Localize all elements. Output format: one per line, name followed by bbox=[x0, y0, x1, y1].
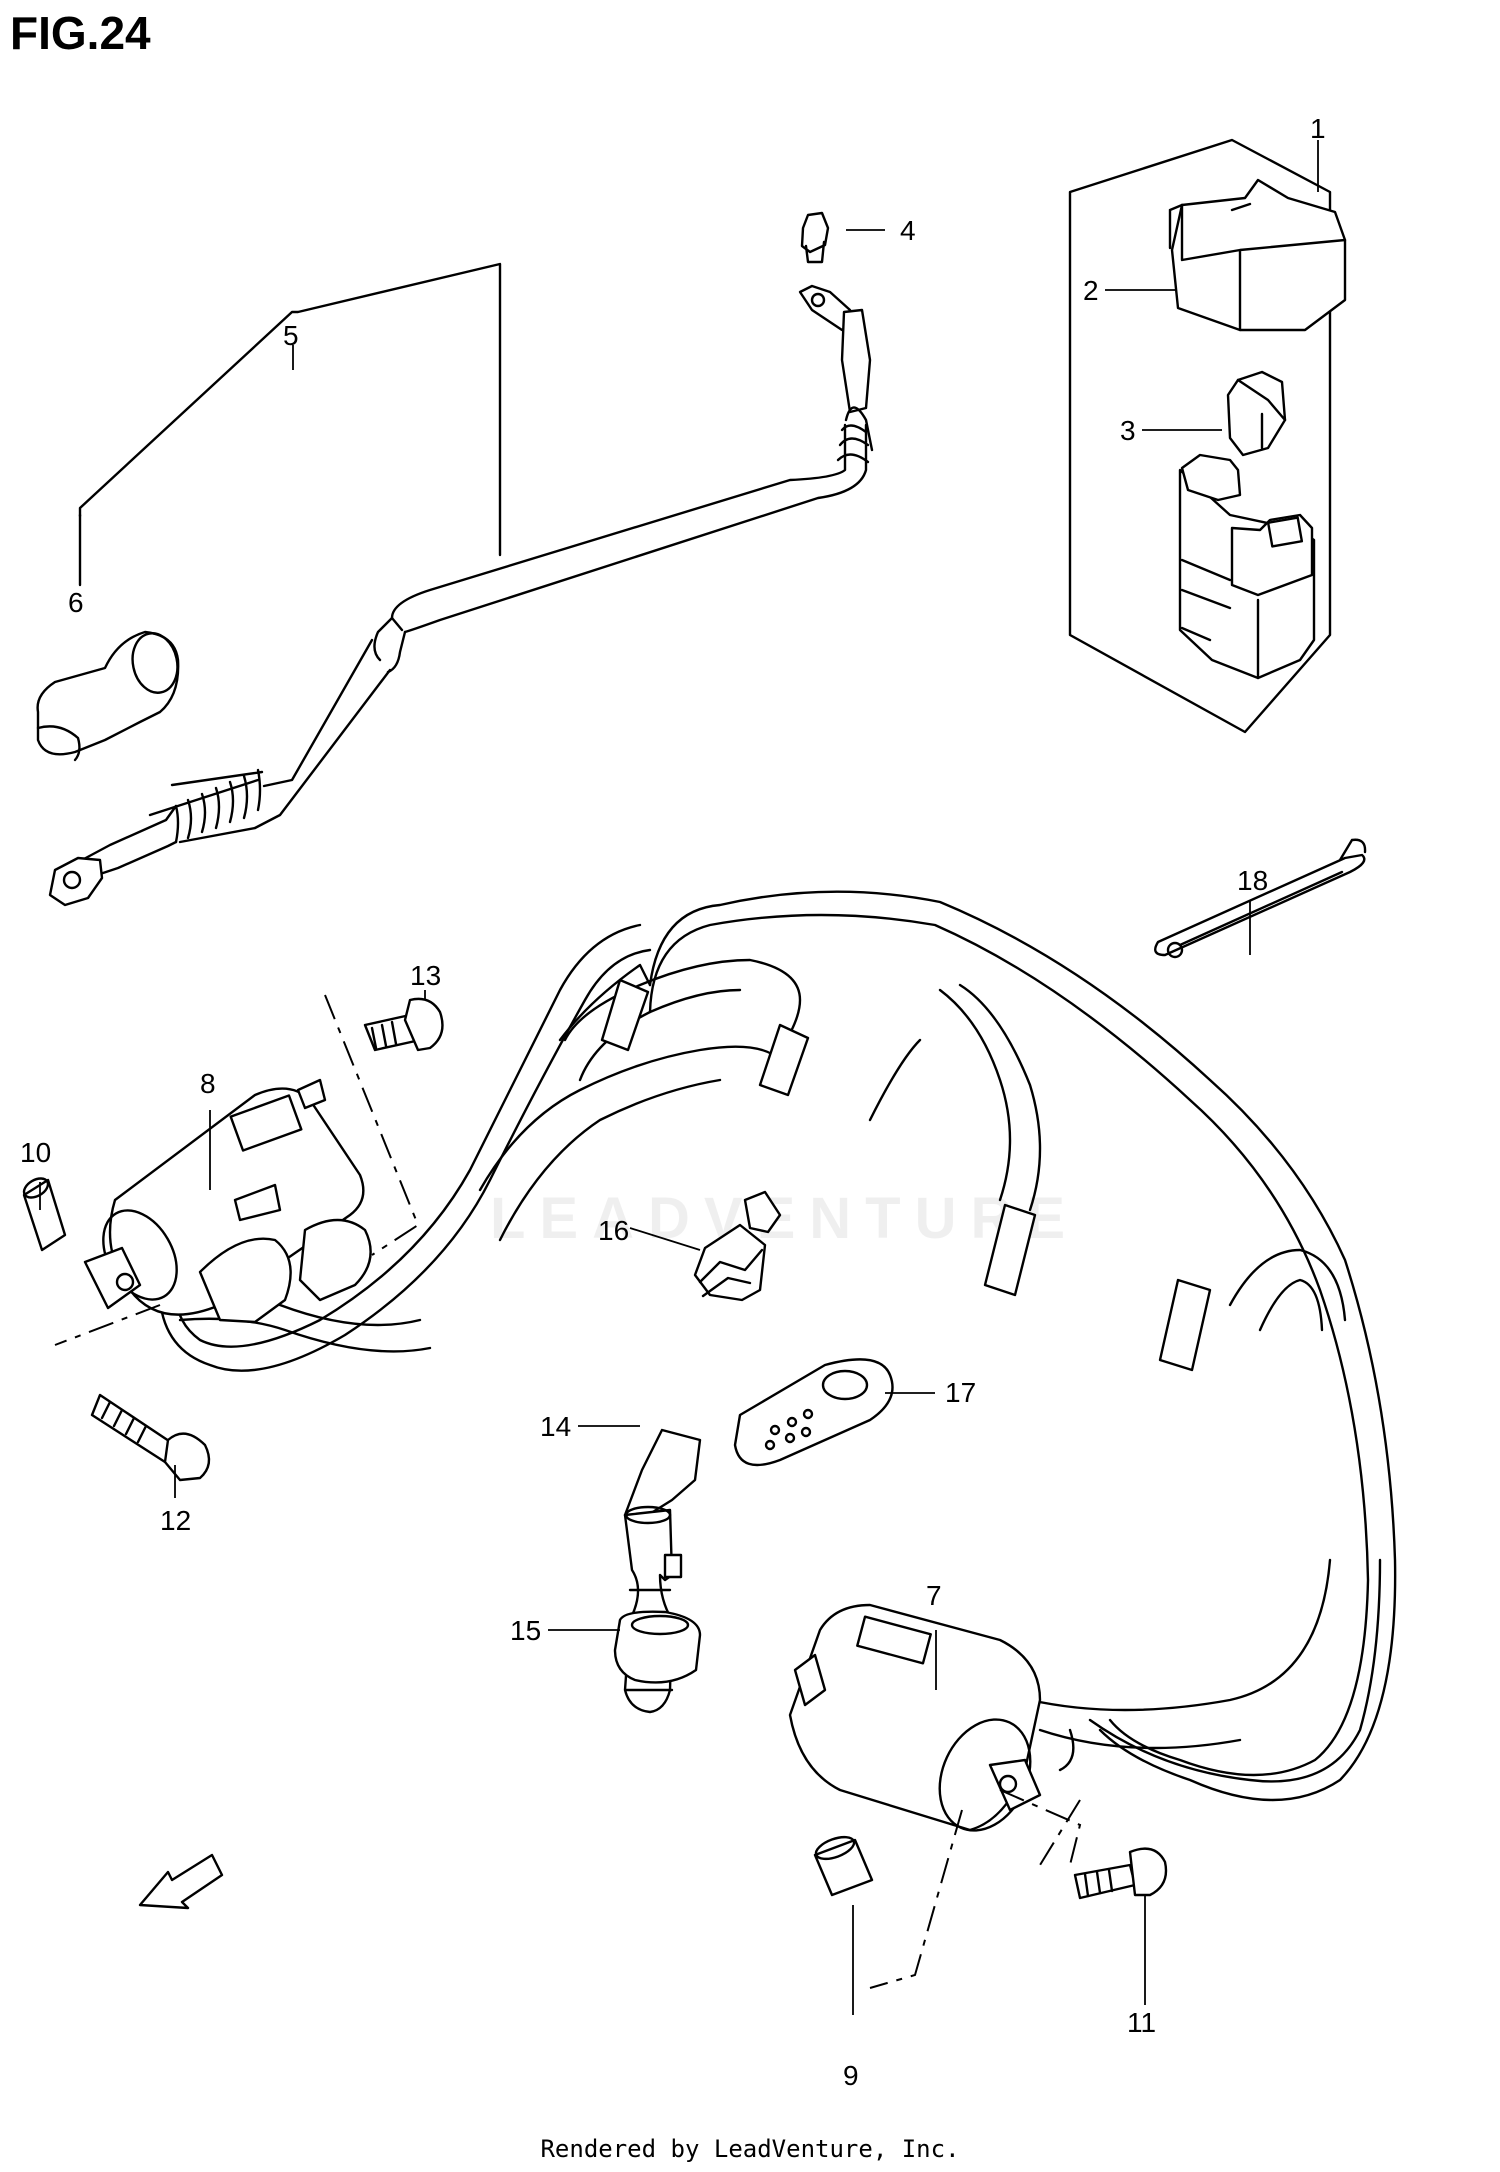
callout-17: 17 bbox=[945, 1377, 976, 1408]
callout-8: 8 bbox=[200, 1068, 216, 1099]
battery-cable-group bbox=[36, 211, 874, 907]
callout-10: 10 bbox=[20, 1137, 51, 1168]
assembly-lines bbox=[54, 994, 1082, 1989]
callout-7: 7 bbox=[926, 1580, 942, 1611]
callout-5: 5 bbox=[283, 320, 299, 351]
fwd-arrow bbox=[138, 1853, 224, 1910]
ignition-coil-upper bbox=[83, 1078, 372, 1324]
callout-12: 12 bbox=[160, 1505, 191, 1536]
ignition-harness-group bbox=[158, 890, 1397, 1802]
callout-1: 1 bbox=[1310, 113, 1326, 144]
ignition-coil-lower bbox=[788, 1603, 1042, 1832]
callout-18: 18 bbox=[1237, 865, 1268, 896]
callout-16: 16 bbox=[598, 1215, 629, 1246]
footer-credit: Rendered by LeadVenture, Inc. bbox=[540, 2135, 960, 2163]
callout-9: 9 bbox=[843, 2060, 859, 2091]
clamp-strap-group bbox=[1154, 838, 1367, 959]
callout-14: 14 bbox=[540, 1411, 571, 1442]
leader-lines bbox=[39, 140, 1319, 2015]
plug-cap-group bbox=[613, 1190, 894, 1714]
callout-13: 13 bbox=[410, 960, 441, 991]
callout-2: 2 bbox=[1083, 275, 1099, 306]
figure-title: FIG.24 bbox=[10, 7, 151, 59]
starter-relay-group bbox=[1068, 138, 1347, 734]
callout-labels: 1 2 3 4 5 6 7 8 9 10 11 12 13 14 15 16 1… bbox=[20, 113, 1326, 2091]
callout-11: 11 bbox=[1127, 2007, 1156, 2038]
callout-4: 4 bbox=[900, 215, 916, 246]
callout-15: 15 bbox=[510, 1615, 541, 1646]
callout-3: 3 bbox=[1120, 415, 1136, 446]
callout-6: 6 bbox=[68, 587, 84, 618]
